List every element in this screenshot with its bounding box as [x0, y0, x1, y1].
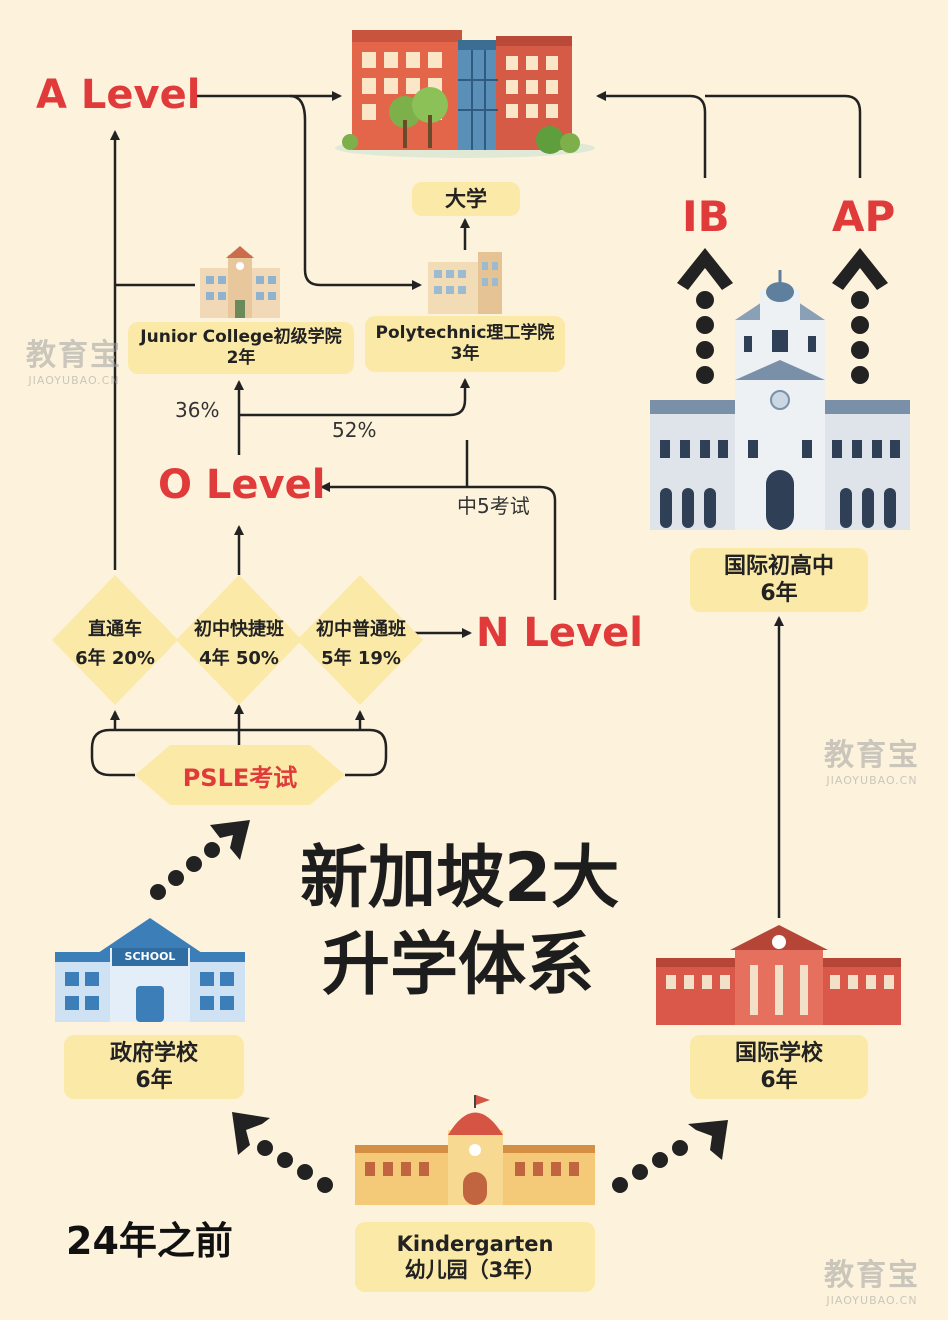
intl-secondary-building-icon [650, 270, 910, 530]
junior-college-name: Junior College初级学院 [140, 326, 342, 347]
watermark-cn: 教育宝 [824, 738, 920, 773]
track-express-name: 初中快捷班 [194, 619, 284, 640]
kindergarten-sub: 幼儿园（3年） [404, 1258, 546, 1282]
university-building-icon [335, 30, 595, 158]
track-direct-detail: 6年 20% [75, 647, 155, 669]
kindergarten-name: Kindergarten [396, 1231, 554, 1256]
psle-shape [135, 745, 345, 805]
polytechnic-label: Polytechnic理工学院 3年 [365, 316, 565, 372]
intl-secondary-name: 国际初高中 [723, 553, 834, 579]
watermark-cn: 教育宝 [824, 1258, 920, 1293]
percent-poly: 52% [332, 418, 377, 442]
main-title-line2: 升学体系 [322, 926, 595, 1005]
n-level-label: N Level [476, 610, 643, 656]
polytechnic-years: 3年 [450, 344, 480, 364]
university-text: 大学 [445, 186, 487, 211]
ib-label: IB [682, 192, 730, 241]
intl-school-name: 国际学校 [734, 1040, 823, 1066]
percent-jc: 36% [175, 398, 220, 422]
track-diamond [176, 575, 302, 705]
gov-school-label: 政府学校 6年 [64, 1035, 244, 1099]
intl-secondary-label: 国际初高中 6年 [690, 548, 868, 612]
university-label: 大学 [412, 182, 520, 216]
watermark: 教育宝 JIAOYUBAO.CN [18, 330, 130, 387]
track-normal-name: 初中普通班 [316, 619, 406, 640]
footnote: 24年之前 [66, 1219, 233, 1263]
kindergarten-label: Kindergarten 幼儿园（3年） [355, 1222, 595, 1292]
intl-school-years: 6年 [760, 1068, 798, 1093]
track-normal: 初中普通班 5年 19% [306, 616, 416, 674]
school-building-icon [55, 918, 245, 1022]
main-title-line1: 新加坡2大 [300, 839, 620, 918]
psle-label: PSLE考试 [182, 764, 298, 792]
exam-label: 中5考试 [457, 494, 530, 518]
watermark-cn: 教育宝 [26, 338, 122, 373]
polytechnic-name: Polytechnic理工学院 [375, 322, 555, 343]
o-level-label: O Level [158, 462, 326, 508]
track-diamonds [52, 575, 423, 805]
watermark-en: JIAOYUBAO.CN [826, 774, 918, 787]
track-diamond [52, 575, 178, 705]
school-sign: SCHOOL [124, 950, 176, 963]
intl-secondary-years: 6年 [760, 581, 798, 606]
dotted-arrows [150, 248, 888, 1193]
intl-school-building-icon [656, 925, 901, 1025]
watermark-en: JIAOYUBAO.CN [826, 1294, 918, 1307]
watermark-en: JIAOYUBAO.CN [28, 374, 120, 387]
track-express: 初中快捷班 4年 50% [184, 616, 294, 674]
junior-college-label: Junior College初级学院 2年 [128, 322, 354, 374]
polytechnic-building-icon [428, 252, 502, 314]
watermark: 教育宝 JIAOYUBAO.CN [816, 1250, 928, 1307]
intl-school-label: 国际学校 6年 [690, 1035, 868, 1099]
track-express-detail: 4年 50% [199, 647, 279, 669]
kindergarten-building-icon [355, 1095, 595, 1205]
gov-school-years: 6年 [135, 1068, 173, 1093]
track-direct-name: 直通车 [88, 619, 142, 640]
track-diamond [297, 575, 423, 705]
flow-arrows [90, 91, 862, 918]
track-direct: 直通车 6年 20% [65, 616, 165, 674]
junior-college-years: 2年 [226, 348, 256, 368]
junior-college-building-icon [200, 246, 280, 318]
watermark: 教育宝 JIAOYUBAO.CN [816, 730, 928, 787]
track-normal-detail: 5年 19% [321, 647, 401, 669]
a-level-label: A Level [36, 72, 201, 118]
gov-school-name: 政府学校 [109, 1040, 198, 1066]
ap-label: AP [832, 192, 896, 241]
